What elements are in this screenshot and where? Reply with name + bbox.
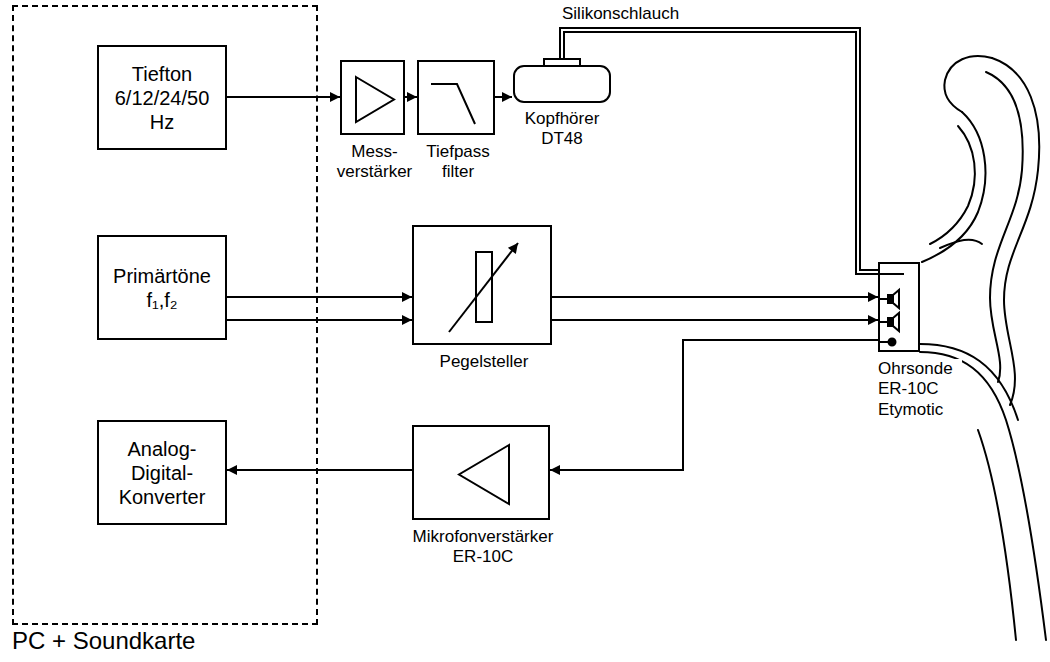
signal-line — [227, 319, 412, 321]
amplifier-box: Mikrofonverstärker ER-10C — [412, 425, 550, 520]
text-holder: Analog- Digital- Konverter — [99, 422, 225, 523]
silicone-tube — [562, 30, 878, 272]
head-outline — [978, 430, 1016, 640]
triL-symbol — [414, 427, 552, 522]
signal-line — [227, 296, 412, 298]
text-holder: Mikrofonverstärker ER-10C — [398, 527, 568, 568]
part-label: Mikrofonverstärker ER-10C — [398, 527, 568, 568]
box-label: f₁,f₂ — [146, 288, 177, 312]
signal-line — [227, 96, 340, 98]
signal-line — [227, 469, 412, 471]
signal-line — [552, 296, 878, 298]
ear-probe: Ohrsonde ER-10C Etymotic — [878, 262, 920, 352]
box-label: 6/12/24/50 Hz — [105, 86, 219, 134]
triR-symbol — [342, 62, 407, 137]
text-holder: Tiefton6/12/24/50 Hz — [99, 47, 225, 148]
box-label: Analog- Digital- Konverter — [105, 437, 219, 509]
phone-symbol — [512, 58, 612, 104]
part-label: Ohrsonde ER-10C Etymotic — [878, 359, 962, 420]
helix-rim — [944, 56, 992, 112]
signal-line — [550, 340, 878, 470]
text-holder: Primärtönef₁,f₂ — [99, 237, 225, 338]
converter-box: Analog- Digital- Konverter — [97, 420, 227, 525]
amplifier-box: Mess- verstärker — [340, 60, 405, 135]
filter-box: Tiefpass filter — [417, 60, 495, 135]
part-label: Kopfhörer DT48 — [512, 109, 612, 150]
part-label: Pegelsteller — [440, 352, 529, 372]
signal-line — [552, 319, 878, 321]
headphone-shape: Kopfhörer DT48 — [512, 58, 612, 104]
box-label: Primärtöne — [113, 264, 211, 288]
lowpass-symbol — [419, 62, 497, 137]
helix-inner — [986, 72, 1023, 382]
tube-label: Silikonschlauch — [562, 4, 679, 24]
text-holder: Mess- verstärker — [330, 142, 420, 183]
tragus — [940, 240, 982, 248]
antihelix-inner — [930, 126, 975, 244]
antihelix — [922, 112, 985, 262]
text-holder: Kopfhörer DT48 — [512, 109, 612, 150]
text-holder: Ohrsonde ER-10C Etymotic — [878, 359, 962, 420]
box-label: Tiefton — [132, 62, 192, 86]
tube-inner — [562, 30, 878, 272]
signal-line — [405, 96, 417, 98]
probe-symbol — [880, 264, 922, 354]
part-label: Mess- verstärker — [330, 142, 420, 183]
pc-soundcard-group: Tiefton6/12/24/50 Hz Primärtönef₁,f₂ Analo… — [12, 5, 318, 625]
part-label: PC + Soundkarte — [12, 628, 312, 654]
pot-symbol — [414, 227, 554, 347]
text-holder: Tiefpass filter — [419, 142, 497, 183]
generator-box: Primärtönef₁,f₂ — [97, 235, 227, 340]
part-label: Tiefpass filter — [419, 142, 497, 183]
generator-box: Tiefton6/12/24/50 Hz — [97, 45, 227, 150]
attenuator-box: Pegelsteller — [412, 225, 552, 345]
text-holder: PC + Soundkarte — [12, 628, 312, 654]
text-holder: Pegelsteller — [414, 352, 554, 372]
signal-line — [495, 96, 512, 98]
